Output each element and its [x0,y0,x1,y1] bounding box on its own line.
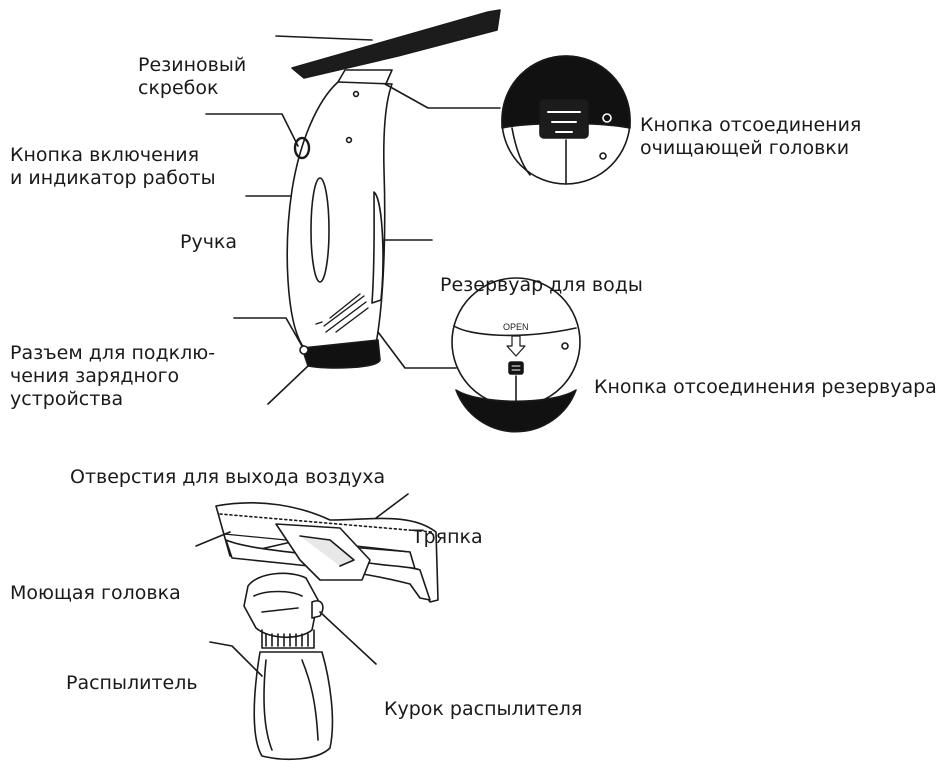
rubber-scraper [292,10,500,78]
open-text: OPEN [503,322,529,332]
charger-port-icon [300,346,308,354]
sprayer-leader [210,642,262,676]
label-tank-release: Кнопка отсоединения резервуара [594,330,937,422]
label-water-tank: Резервуар для воды [440,228,643,320]
charger-leader [234,318,302,346]
label-air-vents: Отверстия для выхода воздуха [70,420,385,512]
tank-release-leader [378,332,456,368]
label-wash-head: Моющая головка [10,536,181,628]
spray-trigger [312,601,323,618]
label-sprayer: Распылитель [66,626,198,718]
head-release-leader [385,84,500,108]
label-cloth: Тряпка [412,480,483,572]
head-release-inset [502,56,630,184]
label-trigger: Курок распылителя [384,652,582,744]
vents-leader [268,366,308,404]
scraper-leader [276,36,372,40]
vacuum-body [287,82,392,352]
trigger-leader [320,612,376,664]
label-handle: Ручка [180,185,237,277]
